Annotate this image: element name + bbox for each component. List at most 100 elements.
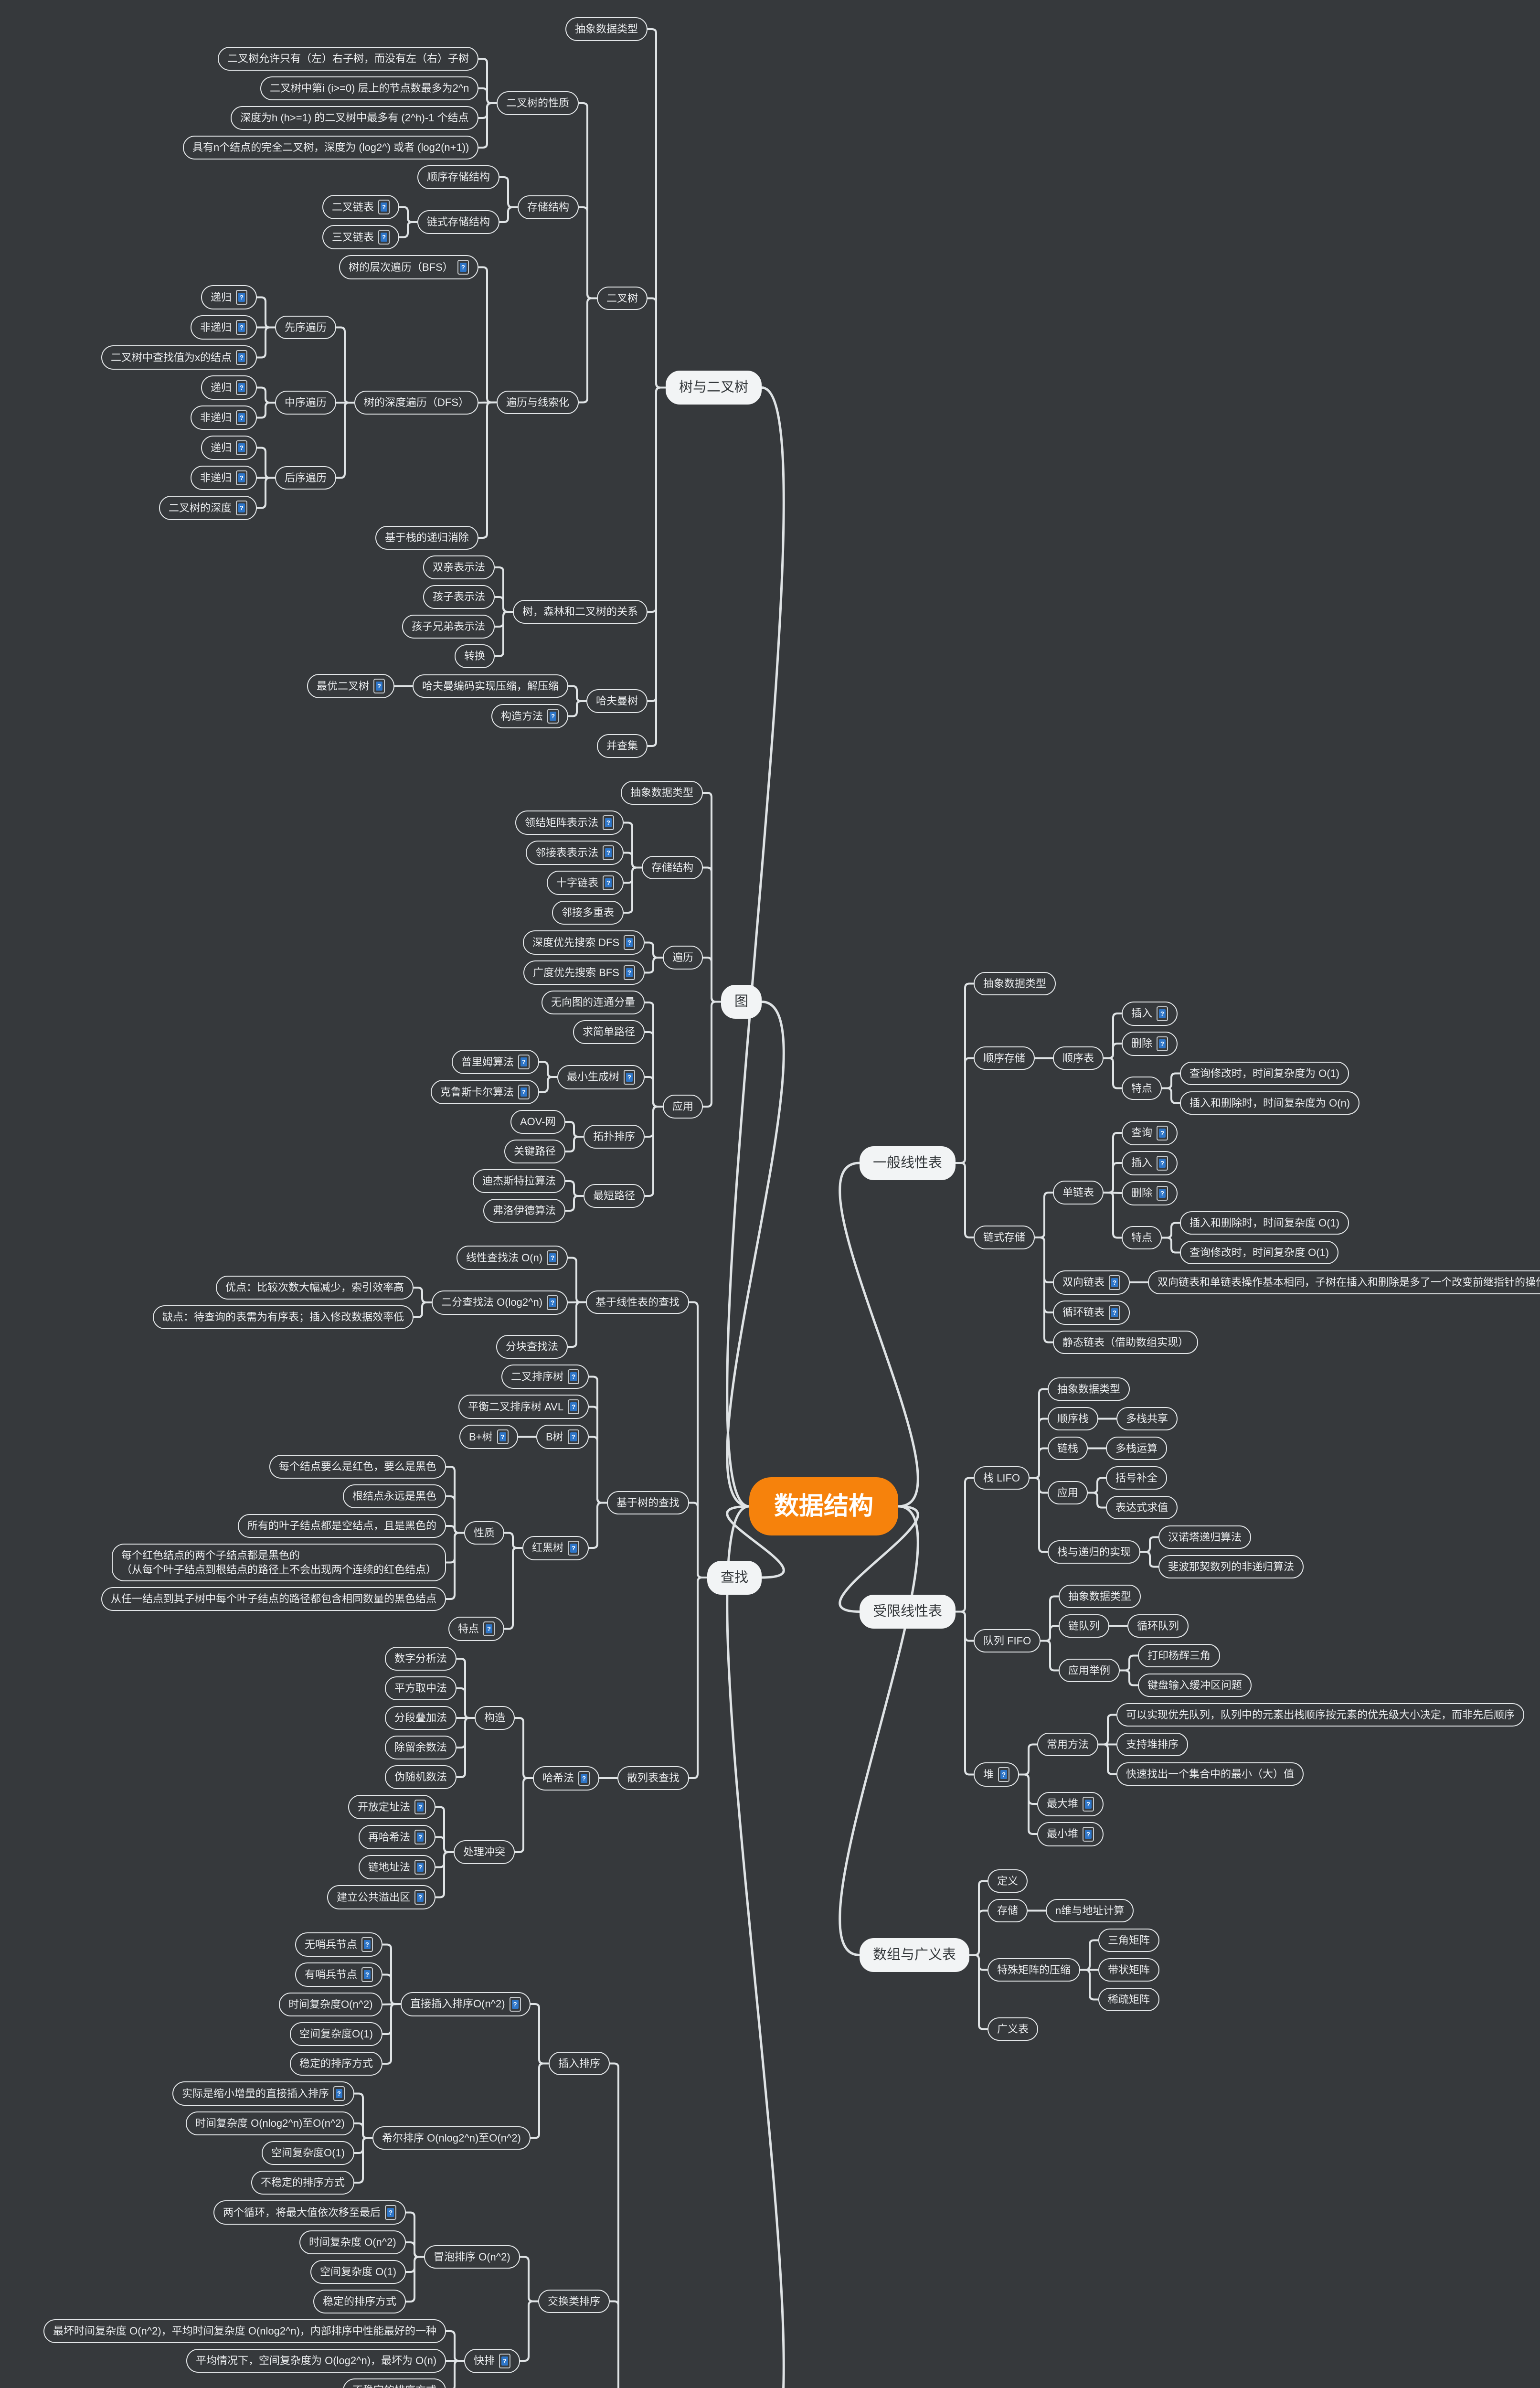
attachment-icon[interactable]: ?: [603, 845, 615, 860]
topic-node[interactable]: 线性查找法 O(n)?: [457, 1246, 568, 1270]
attachment-icon[interactable]: ?: [624, 1069, 636, 1085]
topic-node[interactable]: 应用: [663, 1095, 703, 1119]
topic-node[interactable]: 交换类排序: [538, 2289, 610, 2313]
topic-node[interactable]: 无哨兵节点?: [295, 1932, 383, 1957]
topic-node[interactable]: 快排?: [464, 2348, 520, 2373]
topic-node[interactable]: 直接插入排序O(n^2)?: [401, 1992, 531, 2016]
topic-node[interactable]: 抽象数据类型: [974, 971, 1056, 996]
topic-node[interactable]: 邻接表表示法?: [526, 841, 624, 865]
topic-node[interactable]: 栈 LIFO: [974, 1466, 1030, 1490]
topic-node[interactable]: 空间复杂度O(1): [290, 2022, 383, 2046]
attachment-icon[interactable]: ?: [547, 1250, 559, 1265]
topic-node[interactable]: 转换: [455, 644, 495, 668]
topic-node[interactable]: 二分查找法 O(log2^n)?: [432, 1290, 568, 1315]
topic-node[interactable]: 链式存储结构: [417, 210, 500, 234]
topic-node[interactable]: 快速找出一个集合中的最小（大）值: [1116, 1762, 1304, 1786]
topic-node[interactable]: 平均情况下，空间复杂度为 O(log2^n)，最坏为 O(n): [186, 2349, 446, 2373]
topic-node[interactable]: 广义表: [988, 2017, 1039, 2041]
topic-node[interactable]: 三角矩阵: [1098, 1928, 1160, 1952]
topic-node[interactable]: 不稳定的排序方式: [343, 2378, 446, 2388]
topic-node[interactable]: 弗洛伊德算法: [483, 1199, 566, 1223]
topic-node[interactable]: 循环链表?: [1053, 1300, 1130, 1325]
topic-node[interactable]: 二叉树允许只有（左）右子树，而没有左（右）子树: [218, 47, 479, 71]
topic-node[interactable]: 堆?: [974, 1762, 1020, 1787]
attachment-icon[interactable]: ?: [568, 1369, 580, 1384]
topic-node[interactable]: 遍历与线索化: [497, 390, 579, 415]
topic-node[interactable]: 实际是缩小增量的直接插入排序?: [172, 2081, 355, 2106]
attachment-icon[interactable]: ?: [1083, 1826, 1094, 1842]
topic-node[interactable]: 抽象数据类型: [621, 781, 703, 805]
topic-node[interactable]: 常用方法: [1037, 1732, 1099, 1757]
topic-node[interactable]: 遍历: [663, 946, 703, 970]
topic-node[interactable]: 特殊矩阵的压缩: [988, 1958, 1081, 1982]
topic-node[interactable]: 查询?: [1122, 1120, 1178, 1145]
topic-node[interactable]: 插入?: [1122, 1151, 1178, 1175]
topic-node[interactable]: 链队列: [1059, 1614, 1110, 1638]
attachment-icon[interactable]: ?: [623, 965, 635, 980]
attachment-icon[interactable]: ?: [385, 2205, 397, 2220]
topic-node[interactable]: 单链表: [1053, 1181, 1104, 1205]
topic-node[interactable]: 哈夫曼编码实现压缩，解压缩: [413, 674, 569, 698]
topic-node[interactable]: 树的层次遍历（BFS）?: [339, 255, 478, 279]
attachment-icon[interactable]: ?: [1157, 1125, 1168, 1141]
attachment-icon[interactable]: ?: [414, 1890, 426, 1905]
attachment-icon[interactable]: ?: [373, 679, 385, 693]
topic-node[interactable]: 应用: [1048, 1481, 1088, 1505]
topic-node[interactable]: 深度优先搜索 DFS?: [523, 930, 645, 955]
topic-node[interactable]: 伪随机数法: [385, 1765, 457, 1789]
topic-node[interactable]: 链栈: [1048, 1436, 1088, 1461]
attachment-icon[interactable]: ?: [518, 1085, 530, 1099]
topic-node[interactable]: 应用举例: [1059, 1658, 1120, 1683]
topic-node[interactable]: 时间复杂度O(n^2): [279, 1993, 382, 2016]
topic-node[interactable]: 二叉树: [597, 286, 648, 310]
topic-node[interactable]: 性质: [464, 1521, 505, 1545]
topic-node[interactable]: 先序遍历: [275, 315, 337, 340]
attachment-icon[interactable]: ?: [509, 1996, 521, 2012]
topic-node[interactable]: 每个结点要么是红色，要么是黑色: [269, 1455, 446, 1479]
attachment-icon[interactable]: ?: [1109, 1305, 1121, 1320]
topic-node[interactable]: 双向链表和单链表操作基本相同，子树在插入和删除是多了一个改变前继指针的操作: [1148, 1270, 1540, 1294]
topic-node[interactable]: 每个红色结点的两个子结点都是黑色的 （从每个叶子结点到根结点的路径上不会出现两个…: [112, 1544, 446, 1582]
topic-node[interactable]: 平方取中法: [385, 1676, 457, 1700]
topic-node[interactable]: 孩子兄弟表示法: [402, 615, 495, 639]
topic-node[interactable]: 分段叠加法: [385, 1706, 457, 1730]
attachment-icon[interactable]: ?: [603, 815, 615, 830]
attachment-icon[interactable]: ?: [603, 875, 615, 890]
topic-node[interactable]: 二叉树的性质: [497, 91, 579, 115]
topic-node[interactable]: 链式存储: [974, 1226, 1035, 1249]
topic-node[interactable]: B树?: [536, 1425, 589, 1449]
topic-node[interactable]: 链地址法?: [359, 1855, 436, 1879]
topic-node[interactable]: 建立公共溢出区?: [327, 1885, 436, 1909]
topic-node[interactable]: 深度为h (h>=1) 的二叉树中最多有 (2^h)-1 个结点: [231, 106, 478, 130]
topic-node[interactable]: 括号补全: [1106, 1466, 1168, 1490]
topic-node[interactable]: 支持堆排序: [1116, 1732, 1189, 1757]
topic-node[interactable]: 优点：比较次数大幅减少，索引效率高: [216, 1276, 414, 1300]
attachment-icon[interactable]: ?: [1157, 1185, 1168, 1201]
topic-node[interactable]: 克鲁斯卡尔算法?: [431, 1080, 540, 1104]
attachment-icon[interactable]: ?: [483, 1621, 495, 1636]
attachment-icon[interactable]: ?: [497, 1429, 509, 1444]
topic-node[interactable]: 键盘输入缓冲区问题: [1138, 1673, 1252, 1697]
topic-node[interactable]: 空间复杂度 O(1): [310, 2260, 406, 2284]
topic-node[interactable]: 删除?: [1122, 1031, 1178, 1056]
topic-node[interactable]: 插入排序: [549, 2051, 610, 2076]
topic-node[interactable]: B+树?: [459, 1425, 518, 1449]
topic-node[interactable]: 迪杰斯特拉算法: [473, 1169, 566, 1193]
topic-node[interactable]: 查询修改时，时间复杂度 O(1): [1180, 1240, 1339, 1265]
topic-node[interactable]: 最大堆?: [1037, 1791, 1104, 1816]
topic-node[interactable]: 抽象数据类型: [565, 17, 648, 41]
topic-node[interactable]: 顺序栈: [1048, 1407, 1099, 1431]
attachment-icon[interactable]: ?: [236, 440, 248, 455]
topic-node[interactable]: 有哨兵节点?: [295, 1962, 383, 1987]
topic-node[interactable]: 存储结构: [518, 195, 579, 219]
topic-node[interactable]: 领结矩阵表示法?: [515, 810, 624, 835]
topic-node[interactable]: 数字分析法: [385, 1647, 457, 1671]
topic-node[interactable]: 二叉树中查找值为x的结点?: [101, 345, 257, 370]
attachment-icon[interactable]: ?: [567, 1429, 579, 1444]
topic-node[interactable]: 所有的叶子结点都是空结点，且是黑色的: [238, 1514, 446, 1538]
topic-node[interactable]: 平衡二叉排序树 AVL?: [458, 1395, 589, 1419]
topic-node[interactable]: 表达式求值: [1106, 1495, 1178, 1520]
topic-node[interactable]: 构造: [475, 1706, 515, 1730]
topic-node[interactable]: 非递归?: [191, 315, 257, 340]
topic-node[interactable]: 队列 FIFO: [974, 1629, 1041, 1653]
